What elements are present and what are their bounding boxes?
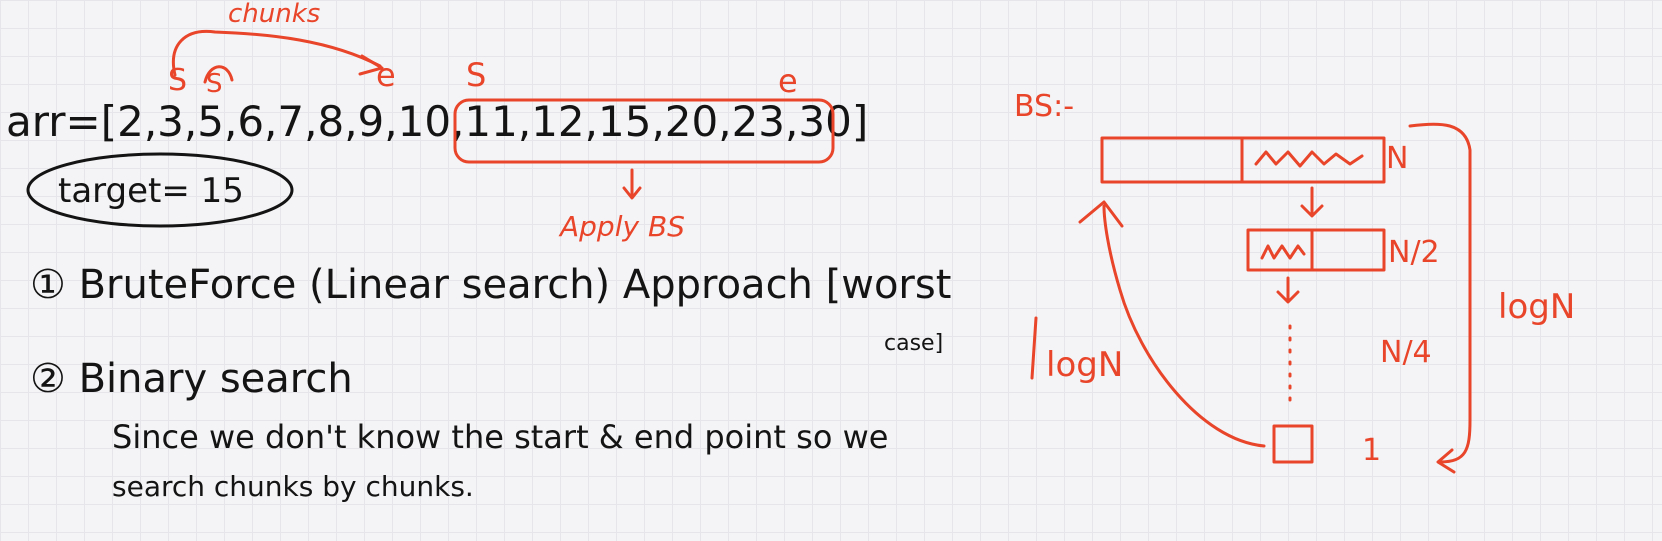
apply-bs-label: Apply BS <box>558 210 685 243</box>
range-markers: S S e S e <box>168 56 798 100</box>
approach-1: ① BruteForce (Linear search) Approach [w… <box>30 262 951 308</box>
target-circle <box>26 152 294 228</box>
small-loop-arrow <box>203 65 234 84</box>
apply-bs-arrow <box>622 168 642 200</box>
chunk-highlight-box <box>453 98 835 164</box>
logn-bar <box>1030 316 1038 380</box>
end-marker-1: e <box>376 56 396 94</box>
down-arrow-2 <box>1276 276 1300 304</box>
chunks-arrow-head <box>358 54 384 76</box>
right-bracket-arrow <box>1436 448 1456 474</box>
label-1: 1 <box>1362 433 1381 468</box>
chunks-label: chunks <box>228 0 320 29</box>
half-array-rect <box>1246 228 1386 272</box>
array-bar-n: N <box>1100 136 1408 184</box>
down-arrow-1 <box>1300 186 1324 218</box>
start-marker-2: S <box>206 69 223 99</box>
single-element-box <box>1272 424 1314 464</box>
start-marker-3: S <box>466 56 486 94</box>
approach-1-tail: case] <box>884 331 943 356</box>
label-n2: N/2 <box>1388 235 1440 270</box>
end-marker-2: e <box>778 62 798 100</box>
array-bar-n2: N/2 <box>1246 228 1440 272</box>
bs-title: BS:- <box>1014 89 1074 124</box>
target-label: target= 15 <box>58 171 244 211</box>
label-logn-left: logN <box>1046 345 1123 385</box>
full-array-squiggle <box>1254 150 1364 168</box>
chunks-arrow <box>172 29 382 77</box>
left-loop-arrow-head <box>1078 200 1124 228</box>
right-bracket <box>1408 122 1472 464</box>
explain-line-1: Since we don't know the start & end poin… <box>112 418 888 456</box>
array-line: arr=[2,3,5,6,7,8,9,10,11,12,15,20,23,30] <box>6 97 868 146</box>
start-marker-1: S <box>168 63 187 98</box>
explain-line-2: search chunks by chunks. <box>112 470 474 503</box>
half-array-squiggle <box>1260 244 1306 260</box>
left-loop-arrow <box>1102 204 1266 448</box>
label-logn-right: logN <box>1498 287 1575 327</box>
approach-2: ② Binary search <box>30 356 353 402</box>
label-n: N <box>1386 141 1408 176</box>
label-n4: N/4 <box>1380 335 1432 370</box>
chunks-annotation: chunks <box>172 0 384 84</box>
